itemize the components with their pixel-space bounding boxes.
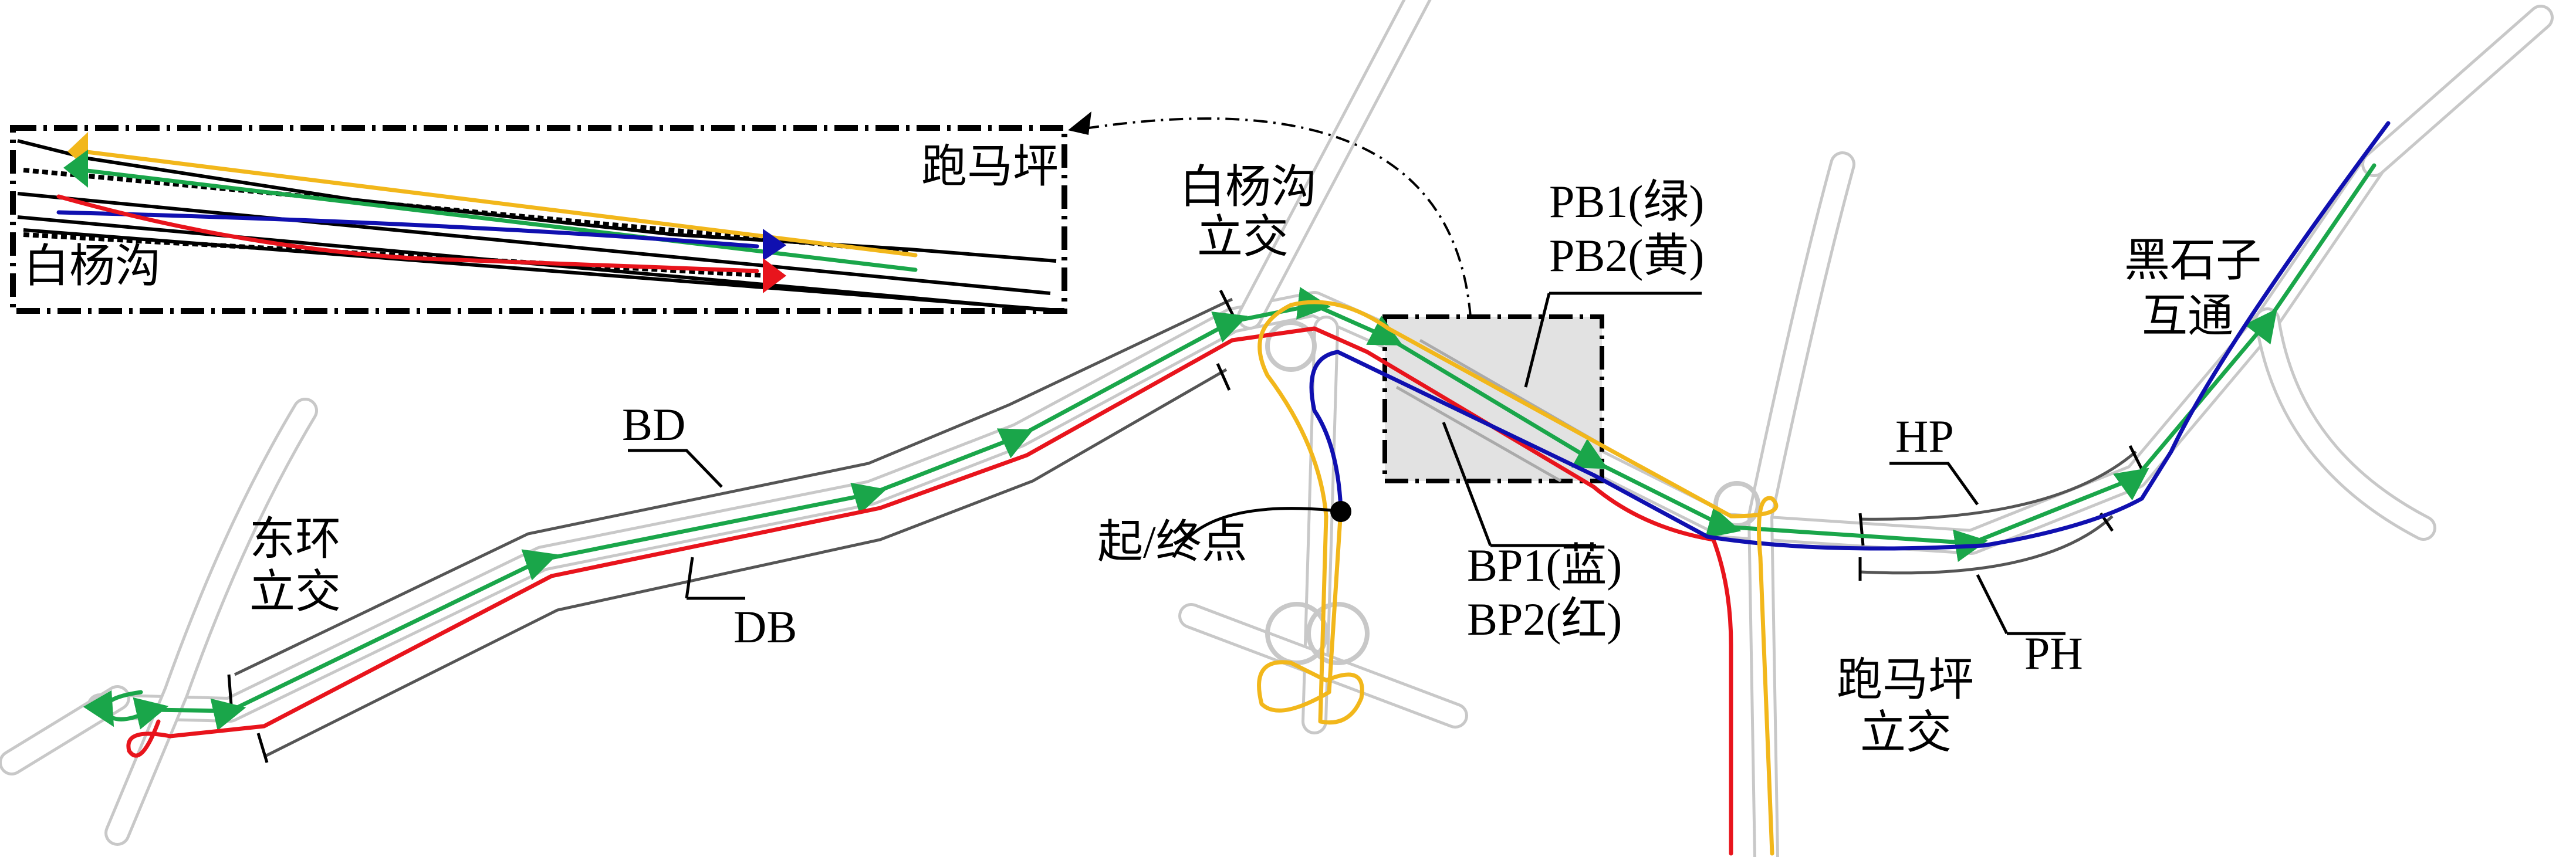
label-hp: HP [1895,411,1954,462]
route-pb2-yellow [1257,300,1779,856]
label-pb2: PB2(黄) [1549,230,1704,281]
label-donghuan-interchange-2: 立交 [249,566,341,617]
labels: 白杨沟 立交 东环 立交 跑马坪 立交 黑石子 互通 起/终点 PB1(绿) P… [249,161,2261,758]
label-baiyanggou-interchange: 白杨沟 [1179,161,1317,212]
label-bp1: BP1(蓝) [1467,540,1622,591]
route-bp2-red [126,326,1733,856]
inset-detail: 白杨沟 跑马坪 [10,125,1067,314]
label-paomaping-interchange: 跑马坪 [1837,654,1974,705]
label-db: DB [733,601,797,652]
label-donghuan-interchange: 东环 [249,513,341,564]
zoom-link-arrow [1073,117,1472,317]
label-ph: PH [2024,628,2083,679]
inset-label-right: 跑马坪 [921,141,1059,192]
label-bp2: BP2(红) [1467,594,1622,645]
label-pb1: PB1(绿) [1549,176,1704,227]
label-heishizi-interchange: 黑石子 [2124,235,2261,286]
label-start-end: 起/终点 [1097,516,1248,567]
start-end-dot [1330,501,1351,522]
inset-label-left: 白杨沟 [23,240,161,292]
label-baiyanggou-interchange-2: 立交 [1197,211,1289,262]
label-bd: BD [622,399,685,450]
label-heishizi-interchange-2: 互通 [2142,290,2233,341]
routes [83,121,2391,856]
label-paomaping-interchange-2: 立交 [1860,707,1952,758]
route-bp1-blue [1309,121,2391,551]
route-pb1-green [83,163,2376,731]
